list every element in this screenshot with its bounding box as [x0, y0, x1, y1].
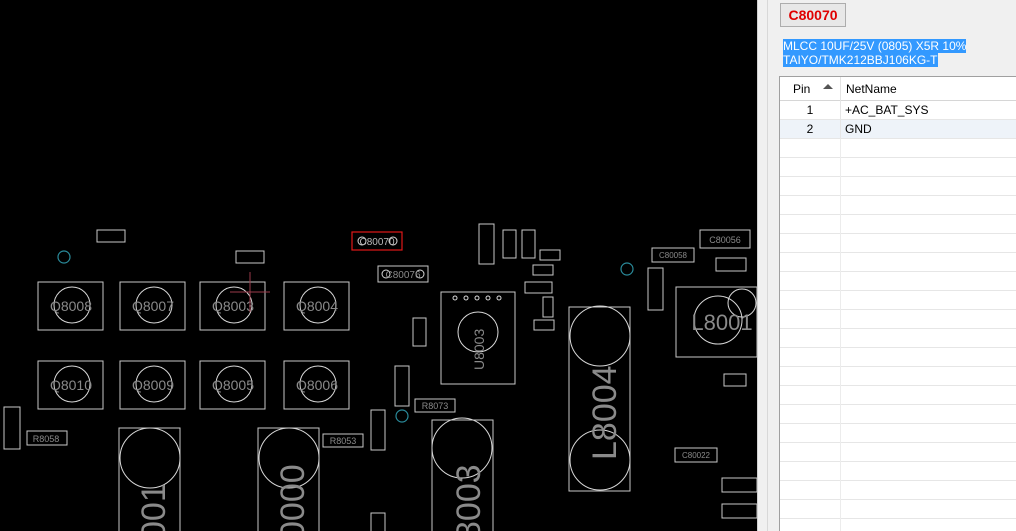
table-row[interactable]: 1 +AC_BAT_SYS	[780, 101, 1016, 120]
component-l8001b: 001	[118, 427, 181, 531]
label-c80076: C80076	[385, 270, 420, 281]
pcb-canvas[interactable]: Q8008 Q8007 Q8003 Q8004 Q8010 Q8009	[0, 0, 757, 531]
empty-row	[780, 272, 1016, 291]
via-marker	[395, 409, 409, 423]
label-c80022: C80022	[682, 451, 711, 460]
label-u8003: U8003	[471, 329, 487, 370]
pin-cell: 1	[780, 101, 841, 120]
component-q8007: Q8007	[119, 281, 186, 331]
label-q8004: Q8004	[296, 298, 338, 314]
component-c80058: C80058	[651, 247, 695, 263]
empty-row	[780, 291, 1016, 310]
empty-row	[780, 443, 1016, 462]
component-r8073: R8073	[414, 398, 456, 413]
component-q8008: Q8008	[37, 281, 104, 331]
sort-ascending-icon	[823, 84, 833, 89]
description-line-1: MLCC 10UF/25V (0805) X5R 10%	[783, 39, 967, 53]
empty-row	[780, 177, 1016, 196]
empty-row	[780, 519, 1016, 531]
label-l8001b: 001	[135, 483, 173, 531]
component-l8004: L8004	[568, 305, 631, 492]
via-marker	[57, 250, 71, 264]
net-cell: +AC_BAT_SYS	[845, 103, 929, 117]
label-c80058: C80058	[659, 251, 688, 260]
empty-row	[780, 424, 1016, 443]
empty-row	[780, 234, 1016, 253]
label-q8008: Q8008	[50, 298, 92, 314]
component-q8006: Q8006	[283, 360, 350, 410]
component-q8004: Q8004	[283, 281, 350, 331]
component-c80070-selected: C80070	[351, 231, 403, 251]
part-number-button[interactable]: C80070	[780, 3, 846, 27]
part-description[interactable]: MLCC 10UF/25V (0805) X5R 10% TAIYO/TMK21…	[783, 39, 1013, 67]
empty-row	[780, 158, 1016, 177]
component-l8003: 8003	[431, 417, 494, 531]
label-l8001: L8001	[691, 310, 752, 335]
empty-row	[780, 500, 1016, 519]
empty-row	[780, 481, 1016, 500]
empty-row	[780, 405, 1016, 424]
label-l8000: 0000	[274, 464, 312, 531]
label-q8003: Q8003	[212, 298, 254, 314]
label-q8009: Q8009	[132, 377, 174, 393]
properties-panel: C80070 MLCC 10UF/25V (0805) X5R 10% TAIY…	[768, 0, 1016, 531]
empty-row	[780, 253, 1016, 272]
label-c80056: C80056	[709, 235, 741, 245]
empty-row	[780, 215, 1016, 234]
pcb-layout[interactable]: Q8008 Q8007 Q8003 Q8004 Q8010 Q8009	[0, 0, 757, 531]
label-l8003: 8003	[450, 464, 488, 531]
pin-cell: 2	[780, 120, 841, 139]
column-header-pin-label: Pin	[793, 82, 811, 96]
empty-row	[780, 329, 1016, 348]
label-q8006: Q8006	[296, 377, 338, 393]
empty-row	[780, 310, 1016, 329]
label-r8058: R8058	[33, 434, 60, 444]
label-l8004: L8004	[586, 365, 624, 460]
component-q8009: Q8009	[119, 360, 186, 410]
via-marker	[620, 262, 634, 276]
label-c80070: C80070	[359, 237, 394, 248]
pin-net-grid[interactable]: Pin NetName 1 +AC_BAT_SYS 2 GND	[779, 76, 1016, 531]
component-l8000: 0000	[257, 427, 320, 531]
description-line-2: TAIYO/TMK212BBJ106KG-T	[783, 53, 938, 67]
empty-row	[780, 139, 1016, 158]
component-q8010: Q8010	[37, 360, 104, 410]
empty-row	[780, 386, 1016, 405]
component-u8003: U8003	[440, 291, 516, 385]
label-r8073: R8073	[422, 401, 449, 411]
component-q8003: Q8003	[199, 281, 266, 331]
empty-row	[780, 348, 1016, 367]
component-c80076: C80076	[377, 265, 429, 283]
empty-row	[780, 462, 1016, 481]
column-header-pin[interactable]: Pin	[780, 77, 841, 101]
component-r8053: R8053	[322, 433, 364, 448]
component-q8005: Q8005	[199, 360, 266, 410]
label-q8010: Q8010	[50, 377, 92, 393]
empty-row	[780, 367, 1016, 386]
label-q8007: Q8007	[132, 298, 174, 314]
component-l8001: L8001	[675, 286, 757, 358]
panel-splitter[interactable]	[757, 0, 768, 531]
label-q8005: Q8005	[212, 377, 254, 393]
column-header-netname[interactable]: NetName	[846, 82, 897, 96]
empty-row	[780, 196, 1016, 215]
table-row[interactable]: 2 GND	[780, 120, 1016, 139]
label-r8053: R8053	[330, 436, 357, 446]
component-c80022: C80022	[674, 447, 718, 463]
grid-header: Pin NetName	[780, 77, 1016, 101]
net-cell: GND	[845, 122, 872, 136]
